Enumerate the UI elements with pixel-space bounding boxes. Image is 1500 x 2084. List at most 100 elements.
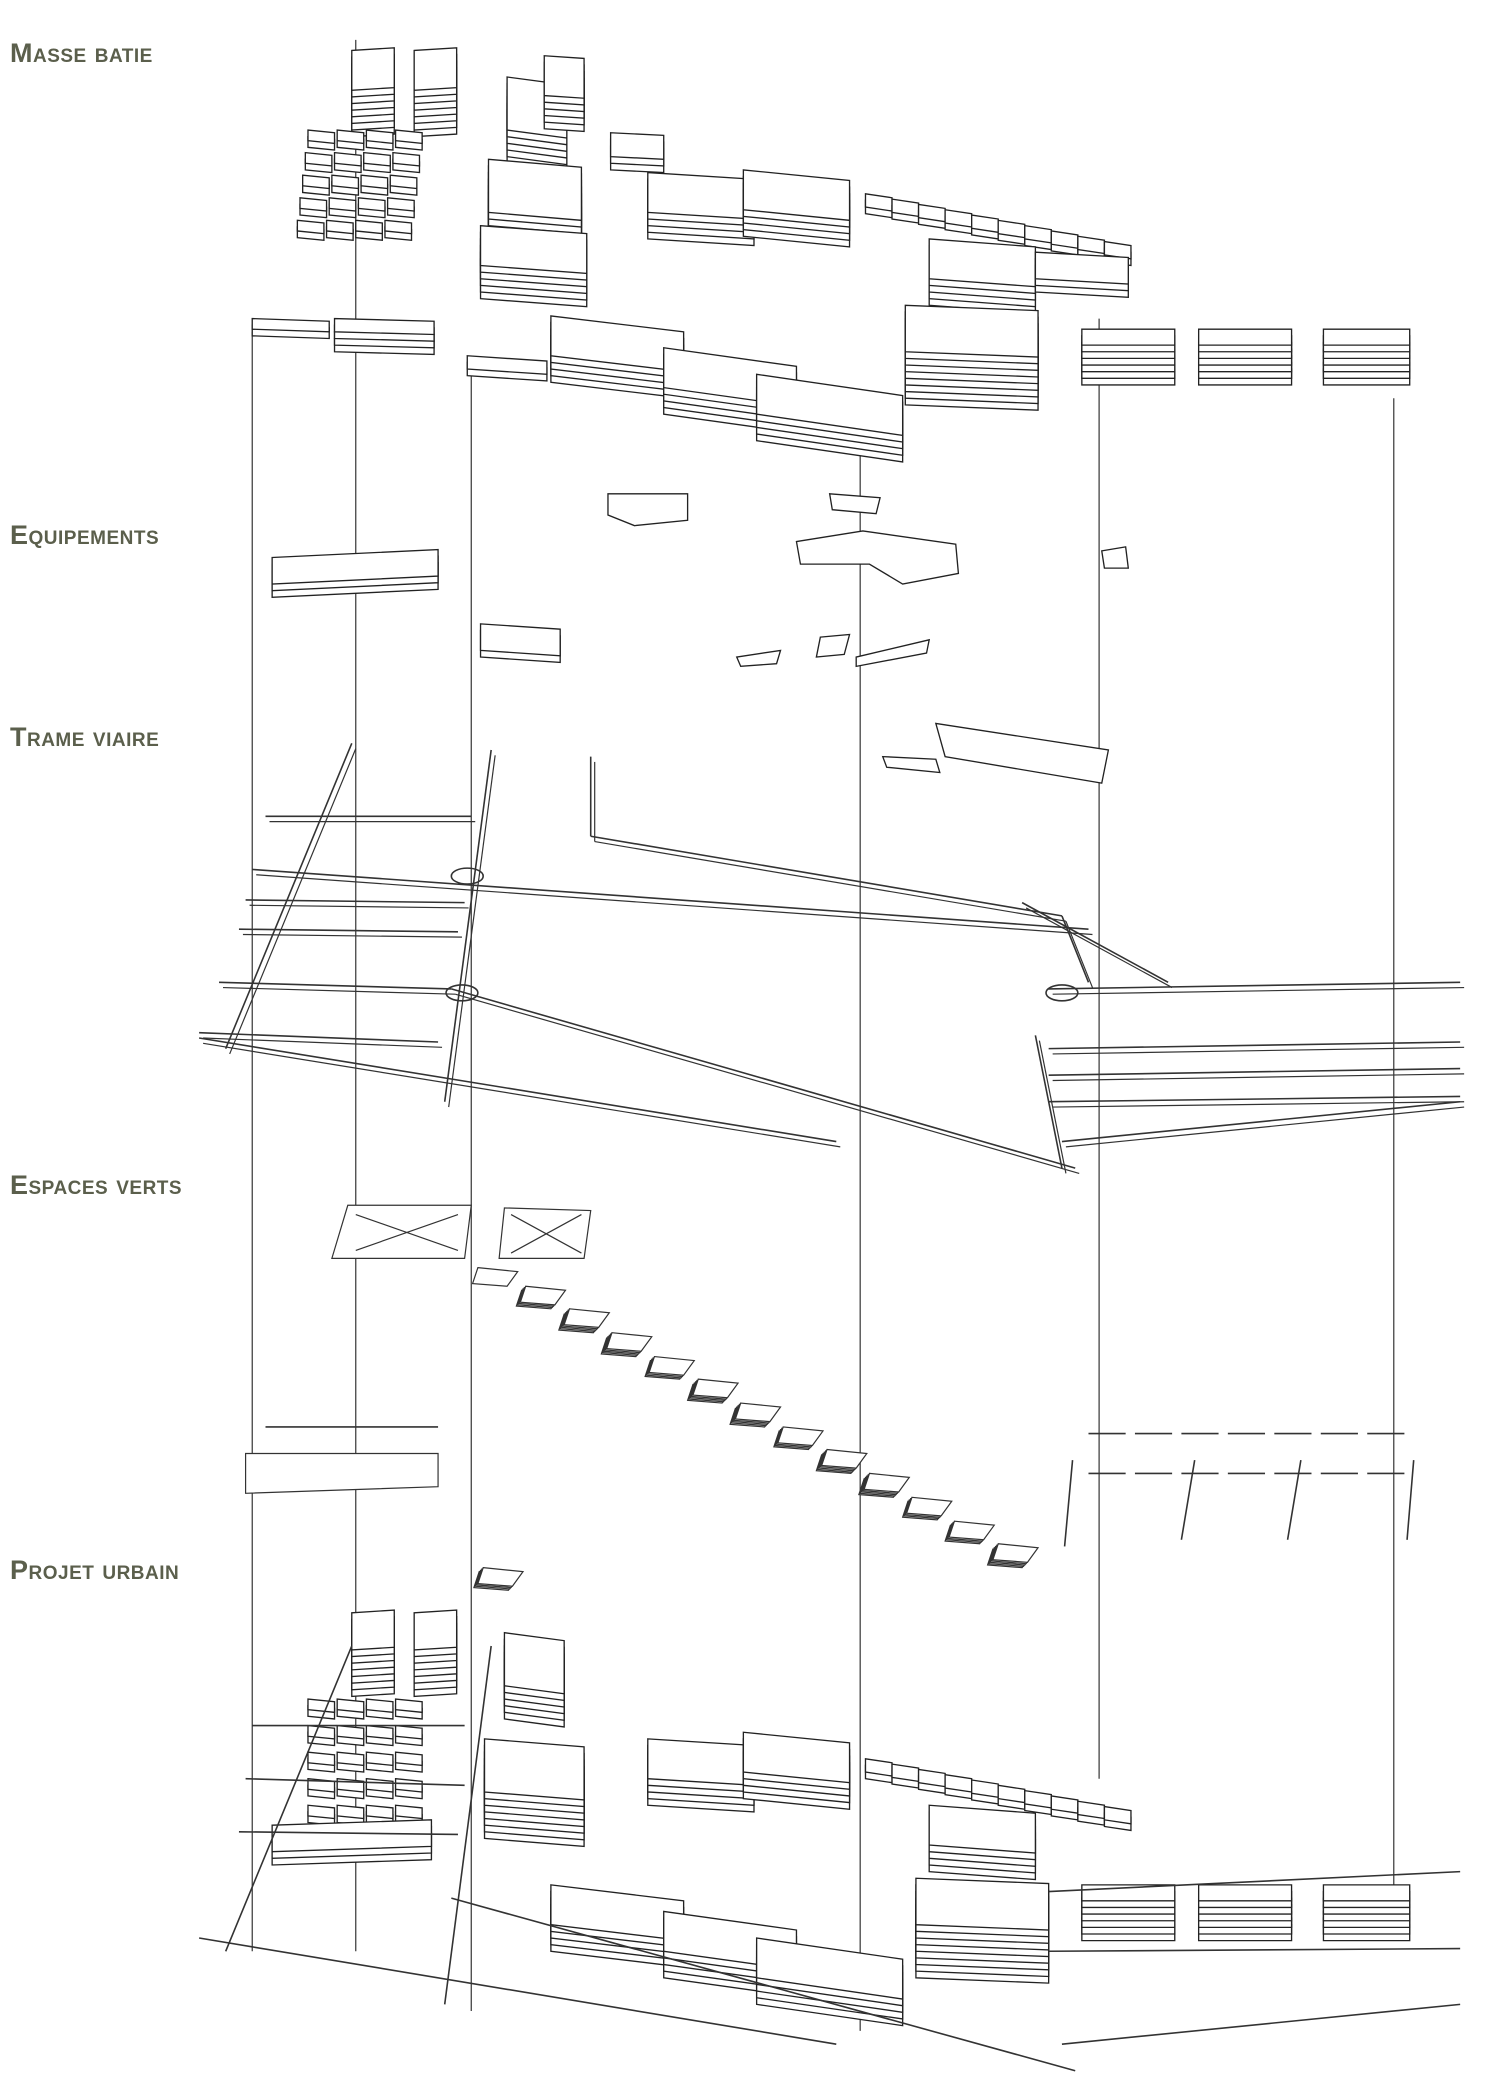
tower: [543, 55, 585, 133]
small-block: [355, 219, 383, 241]
layer-label-equipements: Equipements: [10, 520, 160, 550]
small-block: [1050, 1795, 1079, 1821]
green-paths: [355, 1213, 582, 1254]
courtyard-block: [904, 304, 1039, 411]
block: [466, 355, 548, 382]
road-edge: [1025, 907, 1173, 989]
building-floor: [1103, 240, 1132, 260]
small-block: [365, 1698, 394, 1720]
building-floor: [1081, 328, 1176, 346]
green-strip: [1406, 1460, 1415, 1540]
layer-trame-viaire: [199, 743, 1465, 1174]
road-edge: [256, 874, 1093, 936]
small-block: [891, 198, 920, 224]
block: [755, 1937, 904, 2027]
block: [333, 317, 435, 356]
road-edge: [594, 840, 1067, 922]
roundabout: [1045, 984, 1079, 1002]
green-space: [992, 1543, 1040, 1563]
block: [251, 317, 330, 340]
small-block: [325, 219, 354, 241]
road: [199, 1037, 837, 1143]
small-block: [304, 151, 333, 174]
green-space: [477, 1567, 525, 1587]
road-edge: [1052, 1073, 1465, 1082]
small-block: [971, 214, 999, 240]
road: [199, 1937, 837, 2045]
road-edge: [1052, 986, 1465, 995]
small-block: [357, 197, 386, 219]
building-floor: [928, 238, 1037, 288]
courtyard-block: [647, 1738, 755, 1813]
small-block: [997, 219, 1026, 246]
building-floor: [466, 355, 548, 376]
building-floor: [307, 1698, 336, 1714]
building-floor: [386, 197, 415, 212]
building-floor: [307, 1724, 336, 1740]
building-floor: [647, 1738, 755, 1787]
building-floor: [336, 129, 365, 145]
building-floor: [928, 1804, 1037, 1854]
block: [550, 315, 685, 399]
equipment-building: [815, 633, 851, 658]
equipment-building: [855, 638, 931, 668]
building-floor: [742, 169, 851, 222]
building-floor: [336, 1724, 365, 1740]
small-block: [365, 129, 394, 151]
courtyard-block: [915, 1877, 1050, 1984]
building-floor: [392, 151, 421, 167]
equipment-building: [881, 755, 941, 774]
building-floor: [915, 1877, 1050, 1931]
layer-equipements: [271, 493, 1130, 784]
road-edge: [203, 1037, 443, 1048]
equipment-building: [828, 493, 881, 515]
green-space: [471, 1267, 519, 1287]
layer-espaces-verts: [244, 1204, 1415, 1591]
road: [1048, 1947, 1461, 1953]
small-block: [394, 1724, 423, 1747]
building-floor: [357, 197, 386, 212]
green-strip: [1063, 1460, 1074, 1547]
building-floor: [487, 158, 583, 222]
building-floor: [394, 1804, 423, 1820]
small-block: [363, 151, 391, 174]
small-block: [299, 197, 328, 219]
small-block: [336, 1698, 365, 1720]
green-space: [948, 1520, 996, 1541]
road-edge: [223, 986, 456, 995]
road-edge: [1052, 1101, 1465, 1108]
building-floor: [351, 1609, 395, 1651]
block: [1322, 1884, 1411, 1942]
block: [1034, 251, 1129, 299]
building-floor: [336, 1751, 365, 1767]
equipment-building: [479, 623, 561, 664]
building-floor: [271, 548, 439, 585]
small-block: [917, 1768, 946, 1795]
building-floor: [302, 174, 330, 190]
road: [1048, 1870, 1461, 1893]
building-floor: [479, 623, 561, 657]
layer-label-espaces-verts: Espaces verts: [10, 1170, 183, 1200]
building-floor: [325, 219, 354, 235]
green-space: [734, 1402, 782, 1423]
small-block: [307, 1777, 336, 1800]
building-floor: [1034, 251, 1129, 285]
small-block: [336, 1751, 365, 1773]
small-block: [864, 1758, 893, 1784]
equipment-building: [607, 493, 689, 527]
small-block: [328, 197, 357, 219]
green-space: [905, 1496, 953, 1517]
building-floor: [351, 47, 395, 91]
building-floor: [355, 219, 383, 235]
building-floor: [336, 1804, 365, 1820]
road: [1048, 1041, 1461, 1050]
small-block: [389, 174, 418, 196]
green-space: [692, 1378, 740, 1399]
building-floor: [755, 1937, 904, 2000]
small-block: [1103, 1805, 1132, 1832]
road: [252, 868, 1089, 930]
small-block: [365, 1724, 394, 1747]
small-block: [307, 1804, 336, 1826]
tower: [351, 47, 395, 138]
